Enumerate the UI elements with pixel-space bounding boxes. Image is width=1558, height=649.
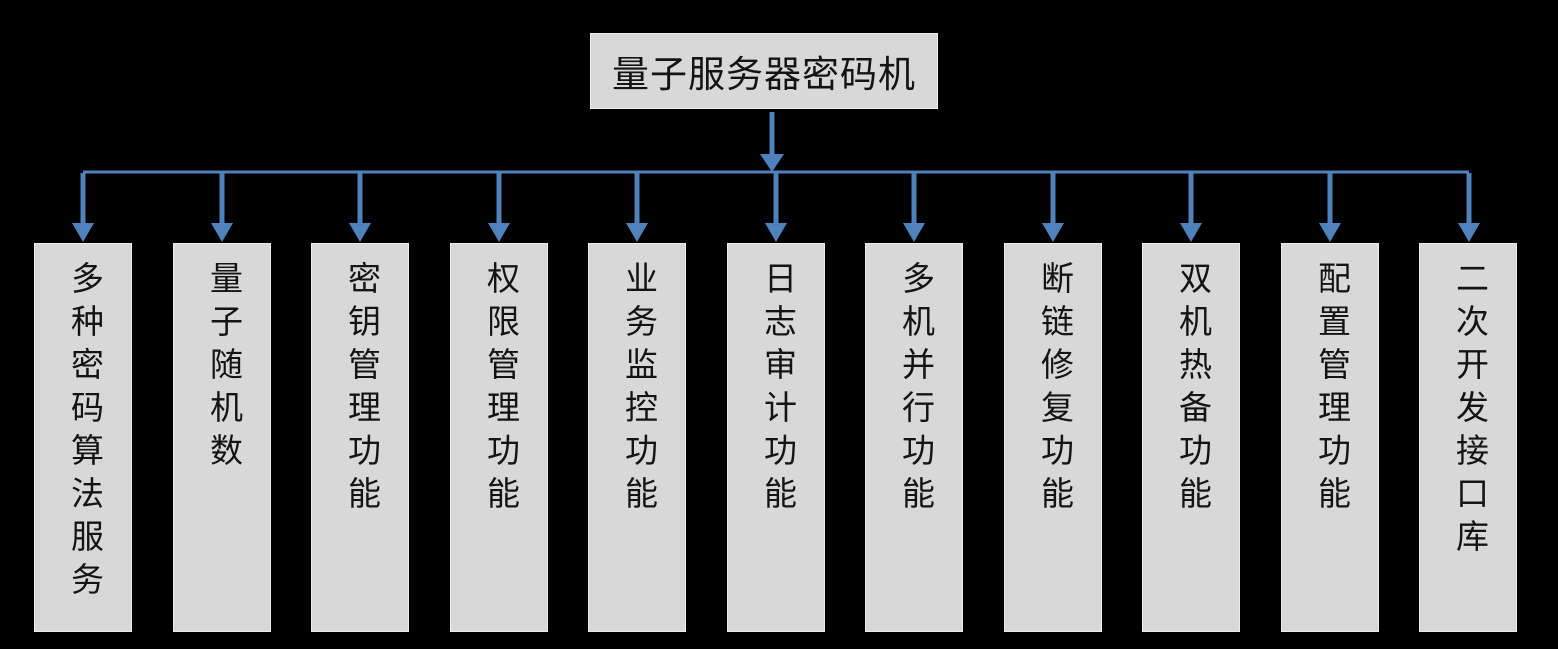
root-to-trunk-arrow (760, 112, 784, 172)
branch-node-key-management: 密钥管理功能 (311, 243, 409, 632)
branch-node-dual-machine-hot-standby: 双机热备功能 (1142, 243, 1240, 632)
trunk-to-branch-arrow-11 (1458, 173, 1480, 242)
trunk-to-branch-arrow-1 (72, 173, 94, 242)
root-node: 量子服务器密码机 (590, 33, 938, 109)
branch-node-label: 日志审计功能 (758, 261, 795, 519)
branch-node-label: 密钥管理功能 (342, 261, 379, 519)
trunk-to-branch-arrow-7 (903, 173, 925, 242)
branch-node-label: 二次开发接口库 (1450, 261, 1487, 562)
branch-node-label: 双机热备功能 (1173, 261, 1210, 519)
branch-node-secondary-development-api-library: 二次开发接口库 (1419, 243, 1517, 632)
branch-node-label: 配置管理功能 (1312, 261, 1349, 519)
branch-node-link-break-repair: 断链修复功能 (1004, 243, 1102, 632)
branch-node-label: 断链修复功能 (1035, 261, 1072, 519)
branch-node-multi-crypto-algorithm-services: 多种密码算法服务 (34, 243, 132, 632)
branch-node-log-audit: 日志审计功能 (727, 243, 825, 632)
root-node-label: 量子服务器密码机 (612, 55, 916, 96)
trunk-to-branch-arrow-8 (1042, 173, 1064, 242)
branch-node-label: 业务监控功能 (619, 261, 656, 519)
branch-node-permission-management: 权限管理功能 (450, 243, 548, 632)
trunk-to-branch-arrow-9 (1180, 173, 1202, 242)
trunk-to-branch-arrow-6 (765, 173, 787, 242)
trunk-to-branch-arrow-5 (626, 173, 648, 242)
trunk-to-branch-arrow-10 (1319, 173, 1341, 242)
branch-node-label: 多种密码算法服务 (65, 261, 102, 605)
trunk-to-branch-arrow-4 (488, 173, 510, 242)
branch-node-label: 权限管理功能 (481, 261, 518, 519)
branch-node-business-monitoring: 业务监控功能 (588, 243, 686, 632)
trunk-to-branch-arrow-2 (211, 173, 233, 242)
branch-node-multi-machine-parallel: 多机并行功能 (865, 243, 963, 632)
branch-node-quantum-random-number: 量子随机数 (173, 243, 271, 632)
branch-node-label: 量子随机数 (204, 261, 241, 476)
trunk-to-branch-arrow-3 (349, 173, 371, 242)
branch-node-configuration-management: 配置管理功能 (1281, 243, 1379, 632)
branch-node-label: 多机并行功能 (896, 261, 933, 519)
